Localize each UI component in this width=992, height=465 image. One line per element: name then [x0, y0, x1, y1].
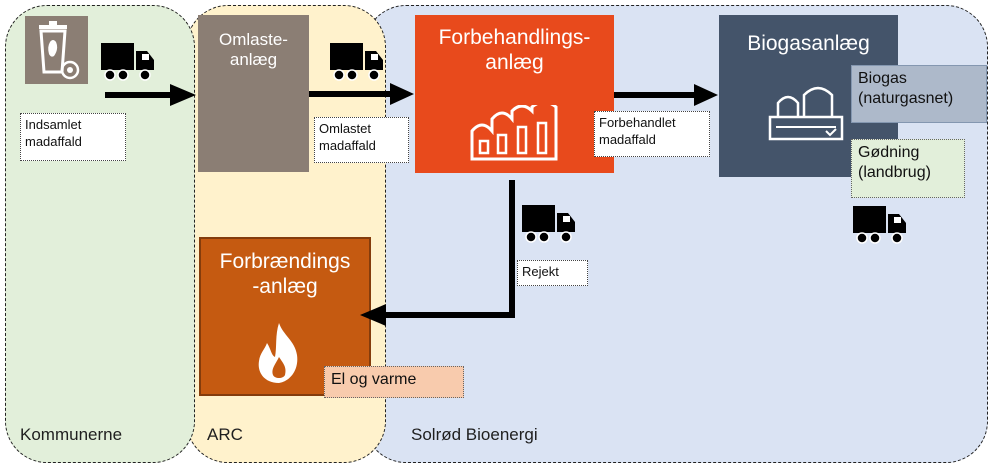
truck-icon	[852, 205, 907, 244]
forbraending-title-line1: Forbrændings	[219, 250, 351, 273]
forbehandling-title-line1: Forbehandlings-	[438, 26, 591, 49]
tag-omlastet-line2: madaffald	[319, 138, 376, 153]
arrowhead-indsamlet	[170, 84, 196, 106]
forbraending-title-line2: -anlæg	[252, 275, 318, 299]
tag-rejekt-text: Rejekt	[522, 264, 559, 279]
biogas-plant-icon	[768, 86, 844, 141]
tag-forbehandlet-line2: madaffald	[599, 132, 656, 147]
arrowhead-forbehandlet	[694, 84, 718, 106]
tag-rejekt: Rejekt	[517, 260, 588, 286]
arrowhead-rejekt	[360, 304, 386, 326]
biogasanlaeg-box: Biogasanlæg	[719, 15, 898, 177]
tag-indsamlet-line2: madaffald	[25, 134, 82, 149]
truck-icon	[521, 204, 576, 243]
factory-icon	[470, 105, 558, 161]
omlaste-title-line1: Omlaste-	[219, 30, 288, 49]
output-el-og-varme: El og varme	[324, 366, 464, 398]
truck-icon	[329, 42, 384, 81]
tag-indsamlet-line1: Indsamlet	[25, 117, 82, 132]
output-godning-line2: (landbrug)	[858, 164, 931, 181]
output-godning-line1: Gødning	[858, 144, 920, 161]
region-label-solrod: Solrød Bioenergi	[411, 425, 538, 444]
output-el-varme-text: El og varme	[331, 371, 417, 388]
waste-bin-icon	[25, 16, 88, 84]
forbehandling-title-line2: anlæg	[485, 51, 544, 75]
output-biogas: Biogas (naturgasnet)	[851, 65, 987, 123]
truck-icon	[100, 42, 155, 81]
tag-forbehandlet-madaffald: Forbehandlet madaffald	[594, 111, 710, 157]
flame-icon	[258, 323, 298, 383]
region-label-arc: ARC	[207, 425, 243, 444]
tag-omlastet-line1: Omlastet	[319, 121, 372, 136]
tag-omlastet-madaffald: Omlastet madaffald	[314, 117, 409, 163]
output-godning: Gødning (landbrug)	[851, 139, 965, 198]
output-biogas-line2: (naturgasnet)	[858, 90, 954, 107]
region-label-kommunerne: Kommunerne	[20, 425, 123, 444]
tag-indsamlet-madaffald: Indsamlet madaffald	[20, 113, 126, 161]
arrowhead-omlastet	[390, 83, 414, 105]
omlasteanlaeg-box: Omlaste- anlæg	[198, 15, 309, 172]
tag-forbehandlet-line1: Forbehandlet	[599, 115, 676, 130]
omlaste-title-line2: anlæg	[229, 50, 278, 70]
arrow-rejekt	[384, 180, 515, 318]
forbehandlingsanlaeg-box: Forbehandlings- anlæg	[415, 15, 614, 173]
output-biogas-line1: Biogas	[858, 70, 907, 87]
biogasanlaeg-title: Biogasanlæg	[747, 32, 870, 55]
